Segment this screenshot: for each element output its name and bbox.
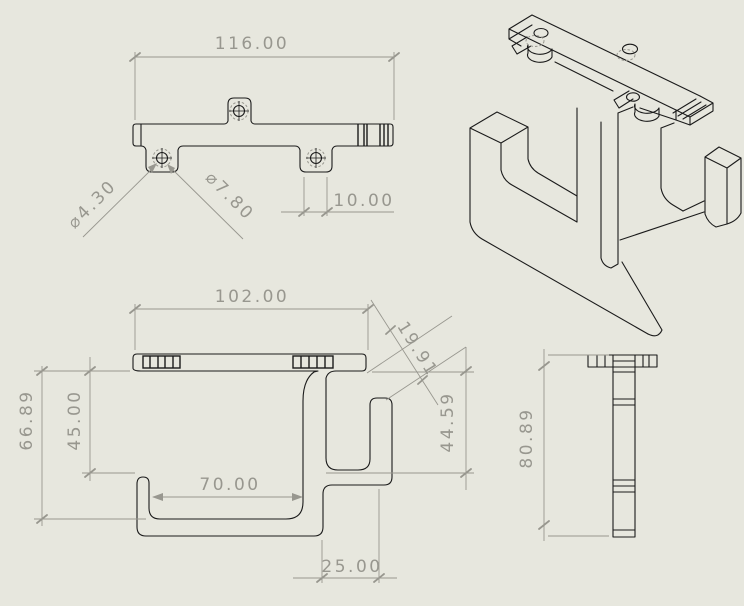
iso-left-ear-boss xyxy=(511,27,553,63)
dim-102[interactable]: 102.00 xyxy=(129,287,374,350)
dim-25-text[interactable]: 25.00 xyxy=(321,557,382,577)
dim-hole-large-text[interactable]: ⌀7.80 xyxy=(201,168,258,225)
iso-flange-serrations xyxy=(672,98,707,120)
front-view[interactable]: 80.89 xyxy=(517,349,658,541)
side-view-geometry xyxy=(132,353,393,537)
dim-44[interactable]: 44.59 xyxy=(326,347,474,490)
top-view-serrations xyxy=(357,124,389,146)
hole-left-tab xyxy=(152,148,172,168)
hole-top-tab xyxy=(229,101,249,121)
iso-middle-hole xyxy=(616,43,639,61)
dim-25[interactable]: 25.00 xyxy=(293,489,397,583)
front-view-bar xyxy=(587,354,658,368)
iso-right-hook xyxy=(619,122,742,241)
iso-right-ear-boss xyxy=(613,90,660,122)
dim-19[interactable]: 19.91 xyxy=(366,299,467,406)
iso-big-hook-arm xyxy=(469,111,663,337)
dim-hole-small[interactable]: ⌀4.30 xyxy=(64,163,157,238)
dim-45-text[interactable]: 45.00 xyxy=(65,389,85,450)
dim-102-text[interactable]: 102.00 xyxy=(215,287,289,307)
isometric-view[interactable] xyxy=(469,14,742,337)
front-view-column-edges xyxy=(612,360,636,531)
dim-10-text[interactable]: 10.00 xyxy=(333,191,394,211)
front-view-column xyxy=(612,354,636,538)
top-view-geometry xyxy=(132,97,394,173)
dim-45[interactable]: 45.00 xyxy=(65,357,135,481)
iso-wall-and-stem xyxy=(576,106,634,269)
dim-80-text[interactable]: 80.89 xyxy=(517,407,537,468)
dim-66-text[interactable]: 66.89 xyxy=(17,389,37,450)
dim-hole-small-text[interactable]: ⌀4.30 xyxy=(64,176,121,233)
dim-80[interactable]: 80.89 xyxy=(517,349,609,541)
front-view-geometry xyxy=(587,354,658,538)
dim-66[interactable]: 66.89 xyxy=(17,366,146,526)
dim-116-text[interactable]: 116.00 xyxy=(215,34,289,54)
side-view-outline xyxy=(132,353,393,537)
hole-mid-tab xyxy=(306,148,326,168)
iso-plate xyxy=(508,14,714,126)
iso-flange xyxy=(675,95,714,126)
top-view-outline xyxy=(132,97,394,173)
side-view-serrations xyxy=(142,355,334,369)
dim-hole-large[interactable]: ⌀7.80 xyxy=(167,164,258,240)
dim-70-text[interactable]: 70.00 xyxy=(199,475,260,495)
side-view[interactable]: 102.00 66.89 45.00 70.00 25.00 xyxy=(17,287,474,583)
dim-70[interactable]: 70.00 xyxy=(152,475,303,501)
dim-10[interactable]: 10.00 xyxy=(281,177,395,217)
dim-44-text[interactable]: 44.59 xyxy=(438,391,458,452)
dim-116[interactable]: 116.00 xyxy=(129,34,400,120)
top-view[interactable]: 116.00 ⌀4.30 ⌀7.80 10.00 xyxy=(64,34,400,240)
